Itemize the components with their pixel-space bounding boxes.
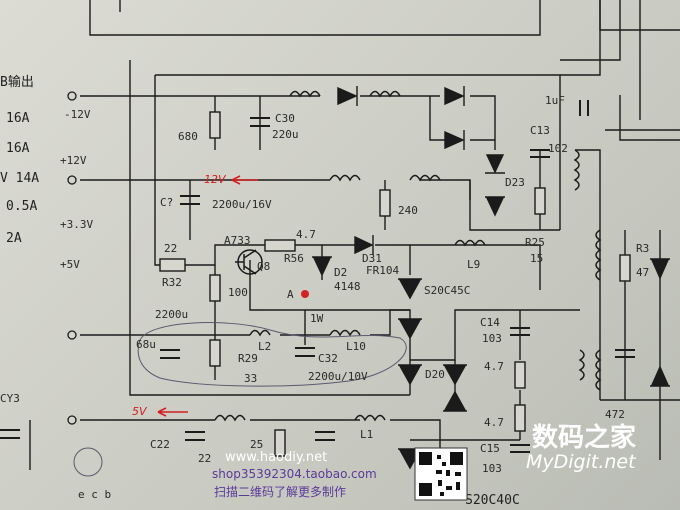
label-c7: C? [160,196,173,209]
label-a733: A733 [224,234,251,247]
label-c68: 68u [136,338,156,351]
test-point-a [301,290,309,298]
label-c22-value: 22 [198,452,211,465]
label-r22: 22 [164,242,177,255]
label-r32: R32 [162,276,182,289]
label-q8: Q8 [257,260,270,273]
label-r240: 240 [398,204,418,217]
label-d20: D20 [425,368,445,381]
label-r25: R25 [525,236,545,249]
watermark-site: www.haodiy.net [225,450,327,465]
label-c14: C14 [480,316,500,329]
output-table-heading: B输出 [0,74,34,90]
watermark-en: MyDigit.net [526,451,637,473]
pencil-marks [73,322,407,477]
label-l2: L2 [258,340,271,353]
label-l1: L1 [360,428,373,441]
footer-shop: shop35392304.taobao.com [212,467,377,481]
label-c102: 102 [548,142,568,155]
label-c13: C13 [530,124,550,137]
label-c472: 472 [605,408,625,421]
wires [29,0,680,470]
label-c30: C30 [275,112,295,125]
label-ecb: e c b [78,488,111,501]
label-r3-value: 47 [636,266,649,279]
label-1w: 1W [310,312,324,325]
rail-plus-5v: +5V [60,258,80,271]
current-row-3: V 14A [0,171,39,186]
annotation-5v: 5V [132,405,148,418]
label-c32: C32 [318,352,338,365]
label-r4p7-a: 4.7 [484,360,504,373]
rail-plus-12v: +12V [60,154,87,167]
label-s20c40c: S20C40C [465,493,520,508]
current-row-4: 0.5A [6,199,37,214]
footer-scan: 扫描二维码了解更多制作 [214,485,346,499]
label-c30-value: 220u [272,128,299,141]
label-r100: 100 [228,286,248,299]
terminals [67,91,77,425]
capacitors [0,100,635,453]
label-r4p7-b: 4.7 [484,416,504,429]
annotation-12v: 12V [204,173,227,186]
transistor-q8 [235,249,263,275]
label-l10: L10 [346,340,366,353]
inductors [214,90,602,422]
label-r25-value: 15 [530,252,543,265]
label-c22: C22 [150,438,170,451]
label-d31: D31 [362,252,382,265]
label-c32-value: 2200u/10V [308,370,368,383]
watermark-cn: 数码之家 [532,422,636,453]
label-d2: D2 [334,266,347,279]
current-row-2: 16A [6,141,30,156]
label-r29: R29 [238,352,258,365]
label-r29-value: 33 [244,372,257,385]
rail-plus-3v3: +3.3V [60,218,93,231]
label-c15-value: 103 [482,462,502,475]
label-d31-value: FR104 [366,264,399,277]
current-row-1: 16A [6,111,30,126]
annotation-point-a: A [287,288,294,301]
rail-minus-12v: -12V [64,108,91,121]
label-cy3: CY3 [0,392,20,405]
label-r4p7: 4.7 [296,228,316,241]
current-row-5: 2A [6,231,22,246]
label-1uf: 1uF [545,94,565,107]
label-c15: C15 [480,442,500,455]
resistors [159,111,631,457]
qr-code [414,447,468,501]
label-r680: 680 [178,130,198,143]
label-l9: L9 [467,258,480,271]
label-r25b: 25 [250,438,263,451]
label-c2200: 2200u [155,308,188,321]
label-r56: R56 [284,252,304,265]
label-d2-value: 4148 [334,280,361,293]
red-arrows [157,175,258,417]
label-c7-value: 2200u/16V [212,198,272,211]
label-s20c45c: S20C45C [424,284,470,297]
label-r3: R3 [636,242,649,255]
diodes [312,86,670,470]
label-d23: D23 [505,176,525,189]
label-c14-value: 103 [482,332,502,345]
